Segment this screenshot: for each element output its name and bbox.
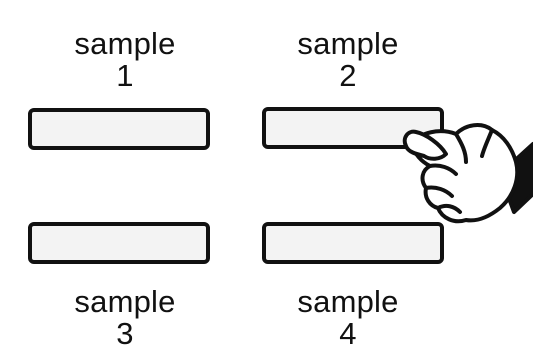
- sample-3-word: sample: [74, 284, 176, 319]
- sample-3-number: 3: [116, 316, 134, 351]
- pointing-hand-icon: [402, 123, 533, 224]
- sample-4-number: 4: [339, 316, 357, 351]
- sample-3-button[interactable]: [28, 222, 210, 264]
- sample-1-number: 1: [116, 58, 134, 93]
- sample-1-label: sample 1: [45, 28, 205, 92]
- sample-1-button[interactable]: [28, 108, 210, 150]
- sample-2-word: sample: [297, 26, 399, 61]
- sample-1-word: sample: [74, 26, 176, 61]
- sample-2-label: sample 2: [268, 28, 428, 92]
- sample-3-label: sample 3: [45, 286, 205, 350]
- sample-2-button[interactable]: [262, 107, 444, 149]
- sample-4-button[interactable]: [262, 222, 444, 264]
- sample-4-label: sample 4: [268, 286, 428, 350]
- sample-2-number: 2: [339, 58, 357, 93]
- sample-4-word: sample: [297, 284, 399, 319]
